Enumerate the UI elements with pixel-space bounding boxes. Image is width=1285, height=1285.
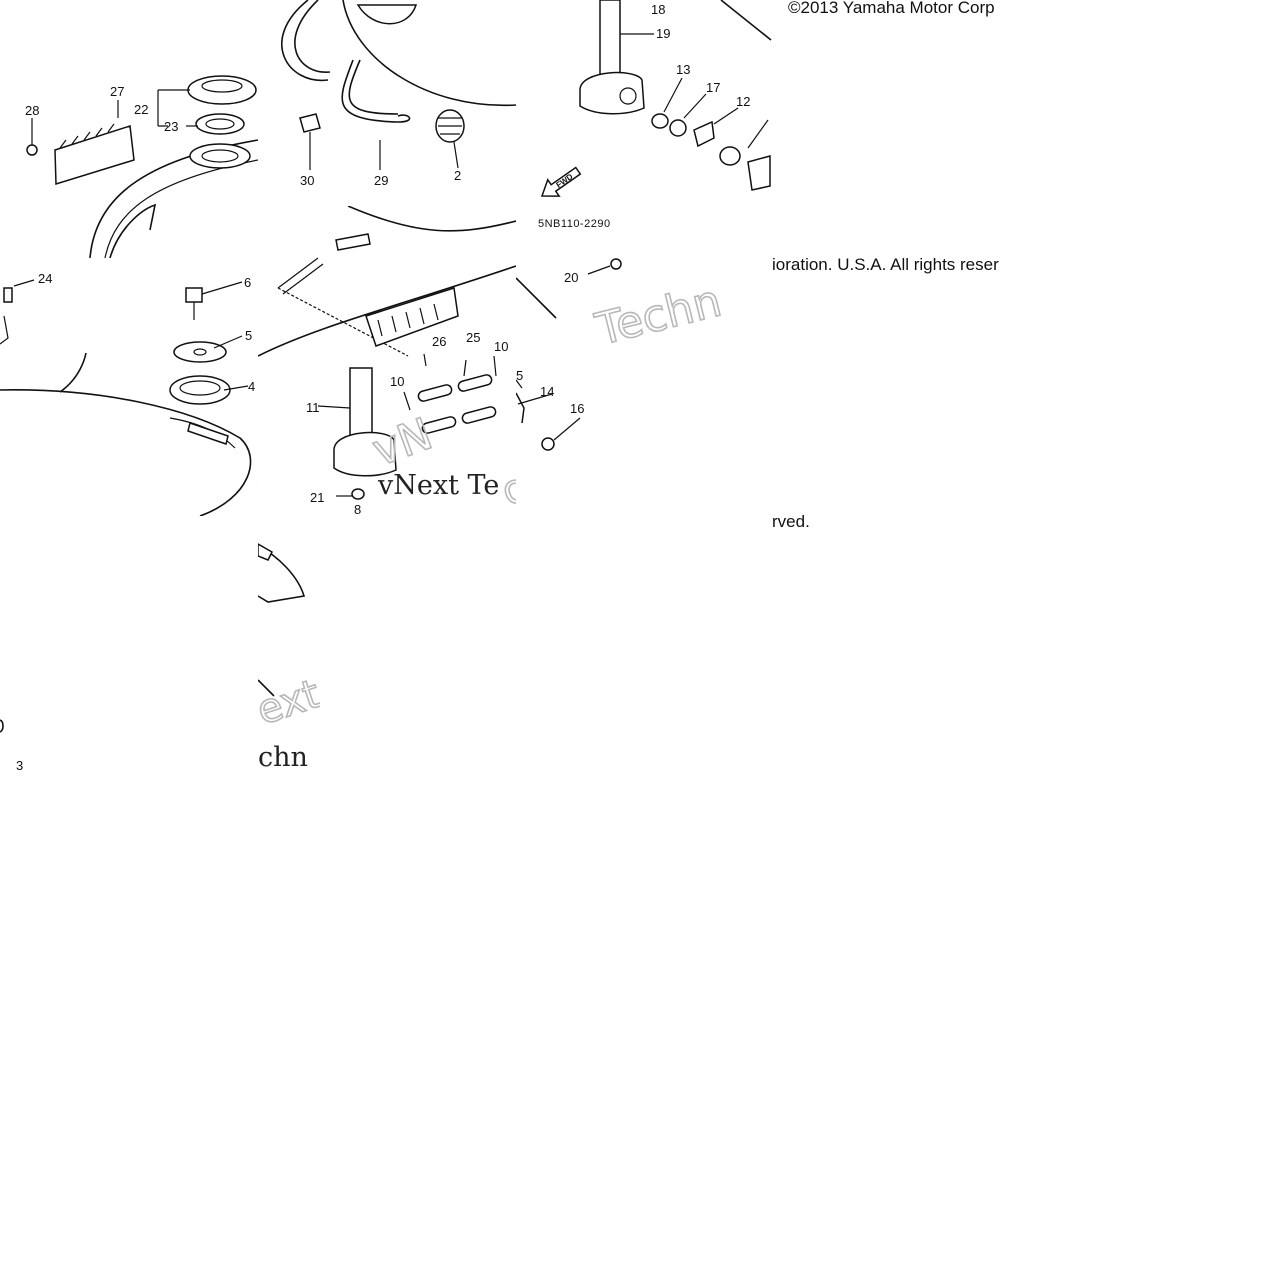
- diagram-tile-middle-left: 24 6 5 4: [0, 258, 258, 516]
- label-27: 27: [110, 84, 124, 99]
- frame-edge: [720, 0, 772, 41]
- label-28: 28: [25, 103, 39, 118]
- label-21: 21: [310, 490, 324, 505]
- hose-upper: [281, 0, 329, 82]
- label-12: 12: [736, 94, 750, 109]
- label-4: 4: [248, 379, 255, 394]
- label-29: 29: [374, 173, 388, 188]
- copyright-low: rved.: [772, 512, 810, 531]
- fuel-cock-body: [579, 71, 645, 115]
- rod-b: [457, 374, 493, 392]
- bracket-plate: [54, 125, 135, 186]
- label-17: 17: [706, 80, 720, 95]
- label-19: 19: [656, 26, 670, 41]
- cap-seal: [195, 113, 245, 135]
- rubber-pad: [365, 287, 459, 347]
- label-11: 11: [306, 400, 320, 415]
- watermark-left-bottom-1: ext: [258, 671, 320, 734]
- label-3: 3: [16, 758, 23, 773]
- label-10a: 10: [390, 374, 404, 389]
- rod-d: [461, 406, 497, 424]
- clip-30: [299, 113, 321, 133]
- filler-neck: [189, 143, 251, 169]
- diagram-tile-lower-middle: ext chn: [258, 516, 320, 774]
- frame-rail: [347, 206, 516, 232]
- copyright-mid: ioration. U.S.A. All rights reser: [772, 255, 999, 274]
- watermark-top-right: Techn: [590, 275, 726, 355]
- screw-28: [26, 144, 38, 156]
- grommet-4: [169, 375, 231, 405]
- label-24: 24: [38, 271, 52, 286]
- copyright-top: ©2013 Yamaha Motor Corp: [788, 0, 995, 17]
- label-2: 2: [454, 168, 461, 183]
- label-26: 26: [432, 334, 446, 349]
- bolt-16: [541, 437, 555, 451]
- screw-20: [610, 258, 622, 270]
- diagram-tile-lower-left: 3: [0, 680, 60, 790]
- post-base: [333, 431, 397, 477]
- label-16: 16: [570, 401, 584, 416]
- label-10b: 10: [494, 339, 508, 354]
- fwd-arrow: FWD: [540, 166, 582, 197]
- label-5: 5: [245, 328, 252, 343]
- bolt-6: [185, 287, 203, 303]
- plate-5: [173, 341, 227, 363]
- diagram-tile-mid-right: 20 5 14 16 Techn: [516, 258, 774, 458]
- label-8: 8: [354, 502, 361, 516]
- tank-inner-outline: [104, 159, 258, 258]
- label-18: 18: [651, 2, 665, 17]
- screw-24: [3, 287, 13, 303]
- fuel-cock-stem: [599, 0, 621, 83]
- elbow-12: [693, 120, 715, 148]
- nut: [719, 146, 741, 166]
- rod-a: [417, 384, 453, 402]
- label-23: 23: [164, 119, 178, 134]
- washer-21: [351, 488, 365, 500]
- diagram-tile-upper-right: FWD 18 19 13 17 12 5NB110-2290: [516, 0, 774, 258]
- hose-29: [341, 59, 411, 123]
- label-6: 6: [244, 275, 251, 290]
- oring-17: [669, 119, 687, 137]
- tank-body: [342, 0, 516, 107]
- diagram-code: 5NB110-2290: [538, 218, 611, 230]
- label-5b: 5: [516, 368, 523, 383]
- label-30: 30: [300, 173, 314, 188]
- label-22: 22: [134, 102, 148, 117]
- label-20: 20: [564, 270, 578, 285]
- watermark-left-bottom-2: chn: [258, 742, 308, 773]
- label-13: 13: [676, 62, 690, 77]
- label-14: 14: [540, 384, 554, 399]
- gasket: [747, 155, 771, 191]
- watermark-mid: vNext Te: [377, 470, 499, 501]
- diagram-tile-center: 11 10 10 26 25 21 8 vNext Te vN on: [258, 206, 516, 516]
- washer-13: [651, 113, 669, 129]
- rod-c: [421, 416, 457, 434]
- seat-outline: [0, 389, 252, 516]
- seat-base: [258, 265, 516, 357]
- diagram-tile-upper-left: 27 22 23 28: [0, 0, 258, 258]
- label-25: 25: [466, 330, 480, 345]
